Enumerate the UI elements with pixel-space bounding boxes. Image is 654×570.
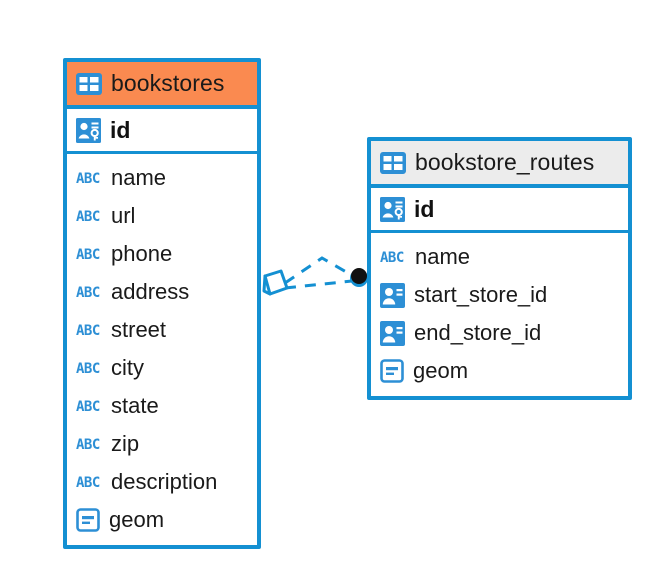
abc-text-icon: ABC [76,168,102,188]
relationship-line-upper [284,256,356,285]
filled-circle-marker [350,268,368,287]
abc-text-icon: ABC [76,244,102,264]
field-label: phone [111,241,173,266]
svg-text:ABC: ABC [76,247,100,263]
entity-title: bookstores [111,70,225,96]
entity-bookstore-routes[interactable]: bookstore_routes id ABC name start_store_i… [367,137,632,400]
primary-key-label: id [414,195,435,222]
primary-key-row-bookstores[interactable]: id [67,109,257,154]
svg-text:ABC: ABC [380,250,404,266]
entity-header-bookstores[interactable]: bookstores [67,62,257,109]
field-label: end_store_id [414,320,542,345]
geometry-icon [76,508,100,532]
geometry-icon [380,359,404,383]
svg-text:ABC: ABC [76,399,100,415]
abc-text-icon: ABC [76,206,102,226]
relationship-line-lower [284,279,353,290]
svg-text:ABC: ABC [76,209,100,225]
table-icon [76,72,102,95]
field-row[interactable]: ABC url [67,197,257,235]
abc-text-icon: ABC [76,320,102,340]
field-row[interactable]: ABC city [67,349,257,387]
abc-text-icon: ABC [380,247,406,267]
primary-key-icon [76,117,101,143]
table-icon [380,151,406,174]
field-label: name [111,165,167,190]
field-label: street [111,317,167,342]
entity-title: bookstore_routes [415,149,595,175]
svg-text:ABC: ABC [76,171,100,187]
field-row[interactable]: ABC phone [67,235,257,273]
field-label: city [111,355,144,380]
field-label: start_store_id [414,282,548,307]
abc-text-icon: ABC [76,358,102,378]
abc-text-icon: ABC [76,282,102,302]
field-row[interactable]: ABC zip [67,425,257,463]
field-row[interactable]: geom [371,352,628,390]
svg-text:ABC: ABC [76,361,100,377]
svg-text:ABC: ABC [76,323,100,339]
svg-text:ABC: ABC [76,285,100,301]
field-label: geom [109,507,165,532]
abc-text-icon: ABC [76,396,102,416]
field-label: geom [413,358,469,383]
field-label: state [111,393,159,418]
field-row[interactable]: ABC address [67,273,257,311]
abc-text-icon: ABC [76,434,102,454]
field-row[interactable]: end_store_id [371,314,628,352]
field-label: description [111,469,218,494]
foreign-key-icon [380,282,405,308]
svg-text:ABC: ABC [76,475,100,491]
field-row[interactable]: ABC name [371,238,628,276]
primary-key-label: id [110,116,131,143]
field-row[interactable]: geom [67,501,257,539]
diamond-marker [262,269,289,296]
field-label: zip [111,431,140,456]
field-row[interactable]: start_store_id [371,276,628,314]
svg-text:ABC: ABC [76,437,100,453]
field-label: address [111,279,190,304]
field-row[interactable]: ABC description [67,463,257,501]
primary-key-icon [380,196,405,222]
field-row[interactable]: ABC name [67,159,257,197]
field-label: url [111,203,136,228]
field-row[interactable]: ABC street [67,311,257,349]
entity-header-bookstore-routes[interactable]: bookstore_routes [371,141,628,188]
foreign-key-icon [380,320,405,346]
field-row[interactable]: ABC state [67,387,257,425]
field-label: name [415,244,471,269]
abc-text-icon: ABC [76,472,102,492]
primary-key-row-bookstore-routes[interactable]: id [371,188,628,233]
